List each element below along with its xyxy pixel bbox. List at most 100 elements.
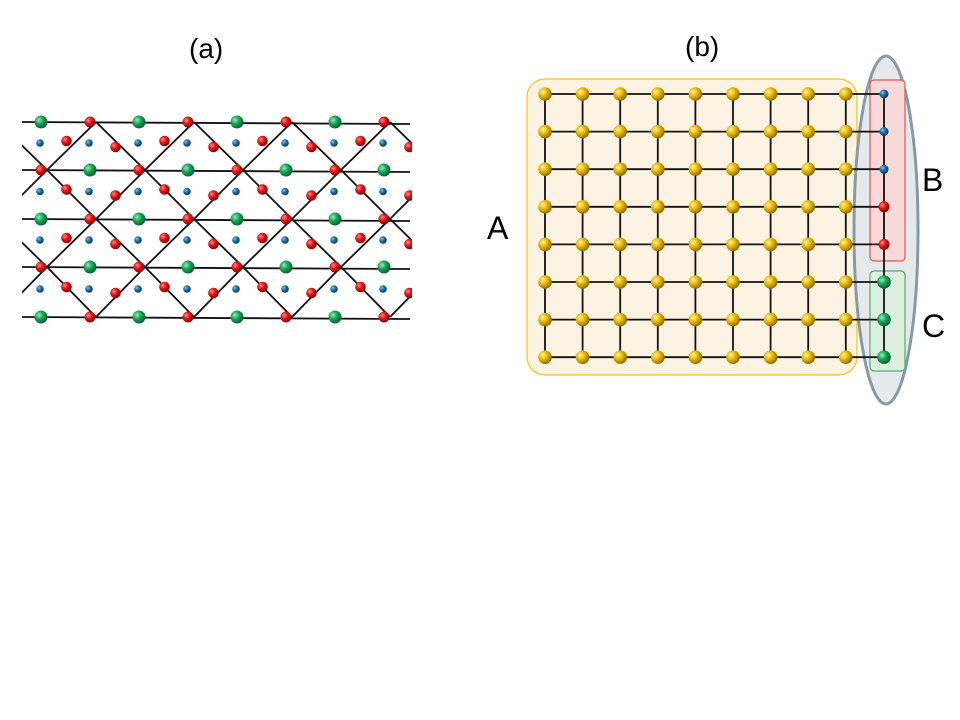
blue-atom	[281, 139, 289, 147]
red-atom	[208, 141, 219, 153]
green-atom	[83, 163, 97, 177]
red-atom	[280, 213, 292, 225]
red-atom	[208, 238, 219, 250]
red-atom	[110, 238, 121, 250]
diagonal-bond	[242, 121, 293, 171]
diagonal-bond	[439, 170, 488, 219]
red-atom	[231, 261, 243, 273]
gold-atom	[839, 275, 853, 289]
red-atom	[355, 232, 366, 244]
horizontal-bond	[22, 169, 411, 173]
diagonal-bond	[439, 219, 488, 267]
gold-atom	[651, 87, 665, 101]
green-atom	[132, 212, 146, 226]
gold-atom	[575, 312, 590, 327]
gold-atom	[688, 350, 703, 365]
blue-atom	[330, 139, 338, 147]
region-a-label: A	[487, 210, 509, 246]
panel-b-title: (b)	[685, 31, 720, 62]
region-b-label: B	[922, 162, 944, 198]
gold-atom	[763, 237, 778, 252]
green-atom	[279, 163, 293, 177]
blue-atom	[232, 285, 240, 293]
diagonal-bond	[46, 169, 97, 220]
gold-atom	[613, 275, 627, 289]
gold-atom	[688, 124, 703, 139]
gold-atom	[839, 312, 853, 327]
blue-atom	[379, 236, 387, 244]
gold-atom	[688, 87, 703, 101]
red-atom	[208, 287, 219, 299]
gold-atom	[763, 350, 778, 365]
blue-atom	[36, 285, 44, 293]
red-atom	[84, 116, 96, 128]
gold-atom	[763, 124, 778, 139]
gold-atom	[801, 312, 815, 327]
gold-atom	[726, 162, 740, 176]
red-atom	[84, 213, 96, 225]
gold-atom	[575, 200, 590, 214]
red-atom	[133, 164, 145, 176]
gold-atom	[688, 162, 703, 176]
green-atom	[377, 163, 391, 177]
gold-atom	[575, 237, 590, 252]
red-atom	[378, 116, 390, 128]
green-atom	[181, 163, 195, 177]
red-atom	[159, 184, 170, 195]
gold-atom	[688, 312, 703, 327]
green-atom	[279, 260, 293, 274]
gold-atom	[651, 237, 665, 252]
blue-atom	[379, 139, 387, 147]
red-atom	[182, 213, 194, 225]
gold-atom	[538, 200, 552, 214]
gold-atom	[763, 275, 778, 289]
red-atom	[61, 281, 72, 293]
blue-atom	[281, 187, 289, 196]
gold-atom	[839, 162, 853, 176]
gold-atom	[763, 200, 778, 214]
red-edge-atom	[878, 238, 890, 250]
red-atom	[280, 311, 292, 323]
diagonal-bond	[144, 218, 195, 268]
gold-atom	[538, 87, 552, 101]
diagonal-bond	[340, 169, 391, 220]
red-atom	[257, 135, 268, 147]
gold-atom	[726, 87, 740, 101]
blue-atom	[183, 285, 191, 293]
blue-edge-atom	[879, 89, 889, 99]
panel-a-lattice	[22, 115, 488, 324]
red-atom	[378, 311, 390, 323]
diagonal-bond	[439, 267, 488, 317]
diagonal-bond	[46, 121, 97, 171]
blue-atom	[330, 236, 338, 244]
red-atom	[306, 238, 317, 250]
gold-atom	[763, 312, 778, 327]
panel-b-atoms	[538, 87, 891, 365]
green-atom	[230, 115, 244, 129]
diagonal-bond	[389, 293, 412, 318]
diagonal-bond	[389, 195, 412, 220]
diagonal-bond	[340, 121, 391, 171]
blue-atom	[232, 139, 240, 147]
diagonal-bond	[144, 169, 195, 220]
gold-atom	[613, 237, 627, 252]
green-atom	[34, 212, 48, 226]
gold-atom	[763, 162, 778, 176]
gold-atom	[651, 350, 665, 365]
diagonal-bond	[46, 218, 97, 268]
red-atom	[404, 190, 412, 201]
gold-atom	[575, 275, 590, 289]
gold-atom	[688, 275, 703, 289]
panel-a-atoms	[34, 115, 412, 324]
green-atom	[132, 115, 146, 129]
blue-atom	[183, 139, 191, 147]
gold-atom	[801, 200, 815, 214]
blue-atom	[232, 236, 240, 244]
gold-atom	[726, 124, 740, 139]
red-atom	[257, 281, 268, 293]
horizontal-bond	[22, 121, 411, 125]
red-atom	[355, 281, 366, 293]
horizontal-bond	[22, 218, 411, 222]
gold-atom	[613, 87, 627, 101]
red-atom	[329, 164, 341, 176]
